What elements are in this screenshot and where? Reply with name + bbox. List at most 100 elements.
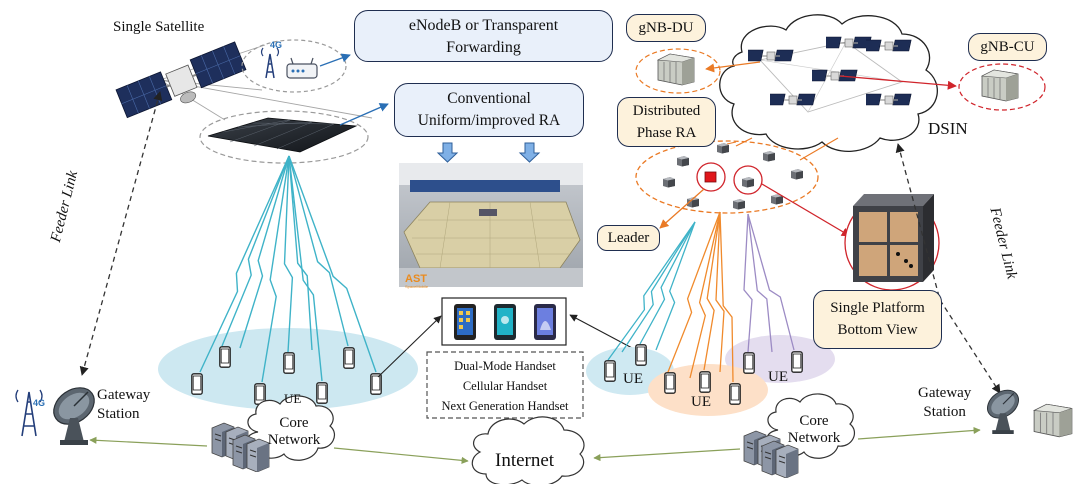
dsin-label: DSIN: [928, 119, 968, 138]
server-rack-icon: [981, 69, 1019, 102]
core-right-line2: Network: [787, 430, 841, 446]
gateway-right-line2: Station: [923, 404, 966, 420]
beam-line: [621, 221, 696, 353]
distributed-ra-nodes: [663, 143, 803, 210]
ue-phone-icon: [316, 382, 328, 404]
gnb-du-group: [635, 48, 721, 94]
leader-box: Leader: [597, 225, 660, 251]
handset-item-next-gen: Next Generation Handset: [441, 399, 569, 413]
internet-label: Internet: [495, 450, 555, 471]
beam-line: [261, 155, 290, 383]
arrow-to-enodeb: [319, 53, 351, 67]
gateway-left-line1: Gateway: [97, 387, 151, 403]
ra-node-icon: [763, 151, 775, 162]
leader-highlight: [696, 162, 726, 192]
beam-line: [283, 155, 294, 353]
gateway-left-label: Gateway Station: [97, 386, 150, 424]
distributed-line1: Distributed: [632, 103, 701, 119]
ue-phone-icon: [635, 344, 647, 366]
router-icon: [286, 57, 318, 79]
beam-line: [703, 211, 721, 371]
arrow-to-gnb-du: [705, 61, 761, 73]
arrow-to-leader: [659, 188, 705, 229]
beam-line: [199, 155, 290, 373]
network-links: [89, 426, 981, 464]
handset-item-dual-mode: Dual-Mode Handset: [454, 359, 556, 373]
ue-label-right-2: UE: [691, 394, 711, 410]
arrow-to-platform: [761, 183, 851, 237]
beam-line: [743, 213, 753, 353]
gnb-du-label: gNB-DU: [626, 14, 706, 42]
beam-line: [288, 155, 313, 351]
leader-text: Leader: [607, 230, 650, 246]
core-network-left-label: Core Network: [262, 415, 326, 449]
gateway-right-label: Gateway Station: [918, 384, 971, 422]
satellite-dish-icon: [46, 384, 102, 446]
server-rack-icon: [1033, 403, 1073, 438]
ue-label-right-1: UE: [623, 371, 643, 387]
conventional-ra-box: Conventional Uniform/improved RA: [394, 83, 584, 137]
handset-list-box: [426, 351, 584, 419]
gnb-du-text: gNB-DU: [638, 20, 694, 36]
gnb-cu-group: [958, 63, 1046, 111]
smartphone-icon: [494, 304, 516, 340]
enodeb-payload-group: [241, 39, 347, 93]
platform-cube-icon: [853, 194, 934, 282]
photo-brand-sub-text: SpaceMobile: [405, 284, 429, 289]
distributed-ra-box: Distributed Phase RA: [617, 97, 716, 147]
ue-phone-icon: [283, 352, 295, 374]
ue-phone-icon: [791, 351, 803, 373]
beam-line: [667, 211, 721, 373]
beam-line: [689, 211, 721, 379]
leader-node: [704, 171, 717, 183]
gnb-cu-text: gNB-CU: [980, 39, 1035, 55]
antenna-array-group: [199, 110, 369, 164]
arrow-to-gnb-cu: [839, 75, 957, 90]
beam-line: [747, 213, 773, 353]
server-rack-icon: [657, 53, 695, 86]
ra-node-icon: [791, 169, 803, 180]
ue-phone-icon: [729, 383, 741, 405]
ue-phone-icon: [219, 346, 231, 368]
cell-tower-icon: [260, 47, 280, 79]
arrow-to-conventional: [339, 103, 389, 126]
badge-4g-top: 4G: [270, 40, 283, 50]
ra-node-icon: [677, 156, 689, 167]
enodeb-box: eNodeB or Transparent Forwarding: [354, 10, 613, 62]
beam-line: [639, 221, 696, 345]
platform-highlight: [733, 165, 763, 195]
enodeb-line2: Forwarding: [446, 39, 521, 56]
ra-node-icon: [742, 177, 754, 188]
badge-4g-gateway: 4G: [33, 398, 46, 408]
handset-item-cellular: Cellular Handset: [462, 379, 548, 393]
beam-line: [655, 221, 696, 351]
ra-node-icon: [663, 177, 675, 188]
arrow-cloud-to-ra: [735, 137, 753, 147]
beam-line: [607, 221, 696, 361]
beam-line: [747, 213, 795, 351]
conventional-line2: Uniform/improved RA: [417, 112, 561, 129]
beam-line: [288, 155, 377, 373]
antenna-array-icon: [207, 117, 358, 153]
distributed-ra-group: [635, 140, 819, 214]
core-left-line1: Core: [279, 415, 309, 431]
single-satellite-label: Single Satellite: [113, 19, 205, 35]
single-platform-box: Single Platform Bottom View: [813, 290, 942, 349]
gnb-cu-label: gNB-CU: [968, 33, 1047, 61]
beam-line: [719, 211, 734, 383]
ue-phone-icon: [191, 373, 203, 395]
single-platform-line1: Single Platform: [830, 300, 925, 316]
enodeb-line1: eNodeB or Transparent: [408, 17, 559, 34]
beam-line: [288, 155, 349, 347]
ue-label-left: UE: [284, 391, 302, 406]
down-arrows: [436, 142, 541, 163]
beam-line: [239, 155, 290, 349]
core-right-line1: Core: [799, 413, 829, 429]
left-4g-tower-icon: [15, 389, 43, 437]
ue-phone-icon: [604, 360, 616, 382]
satellite-dish-icon: [981, 386, 1025, 435]
single-platform-line2: Bottom View: [837, 322, 918, 338]
ue-phone-icon: [370, 373, 382, 395]
beam-line: [221, 155, 290, 347]
